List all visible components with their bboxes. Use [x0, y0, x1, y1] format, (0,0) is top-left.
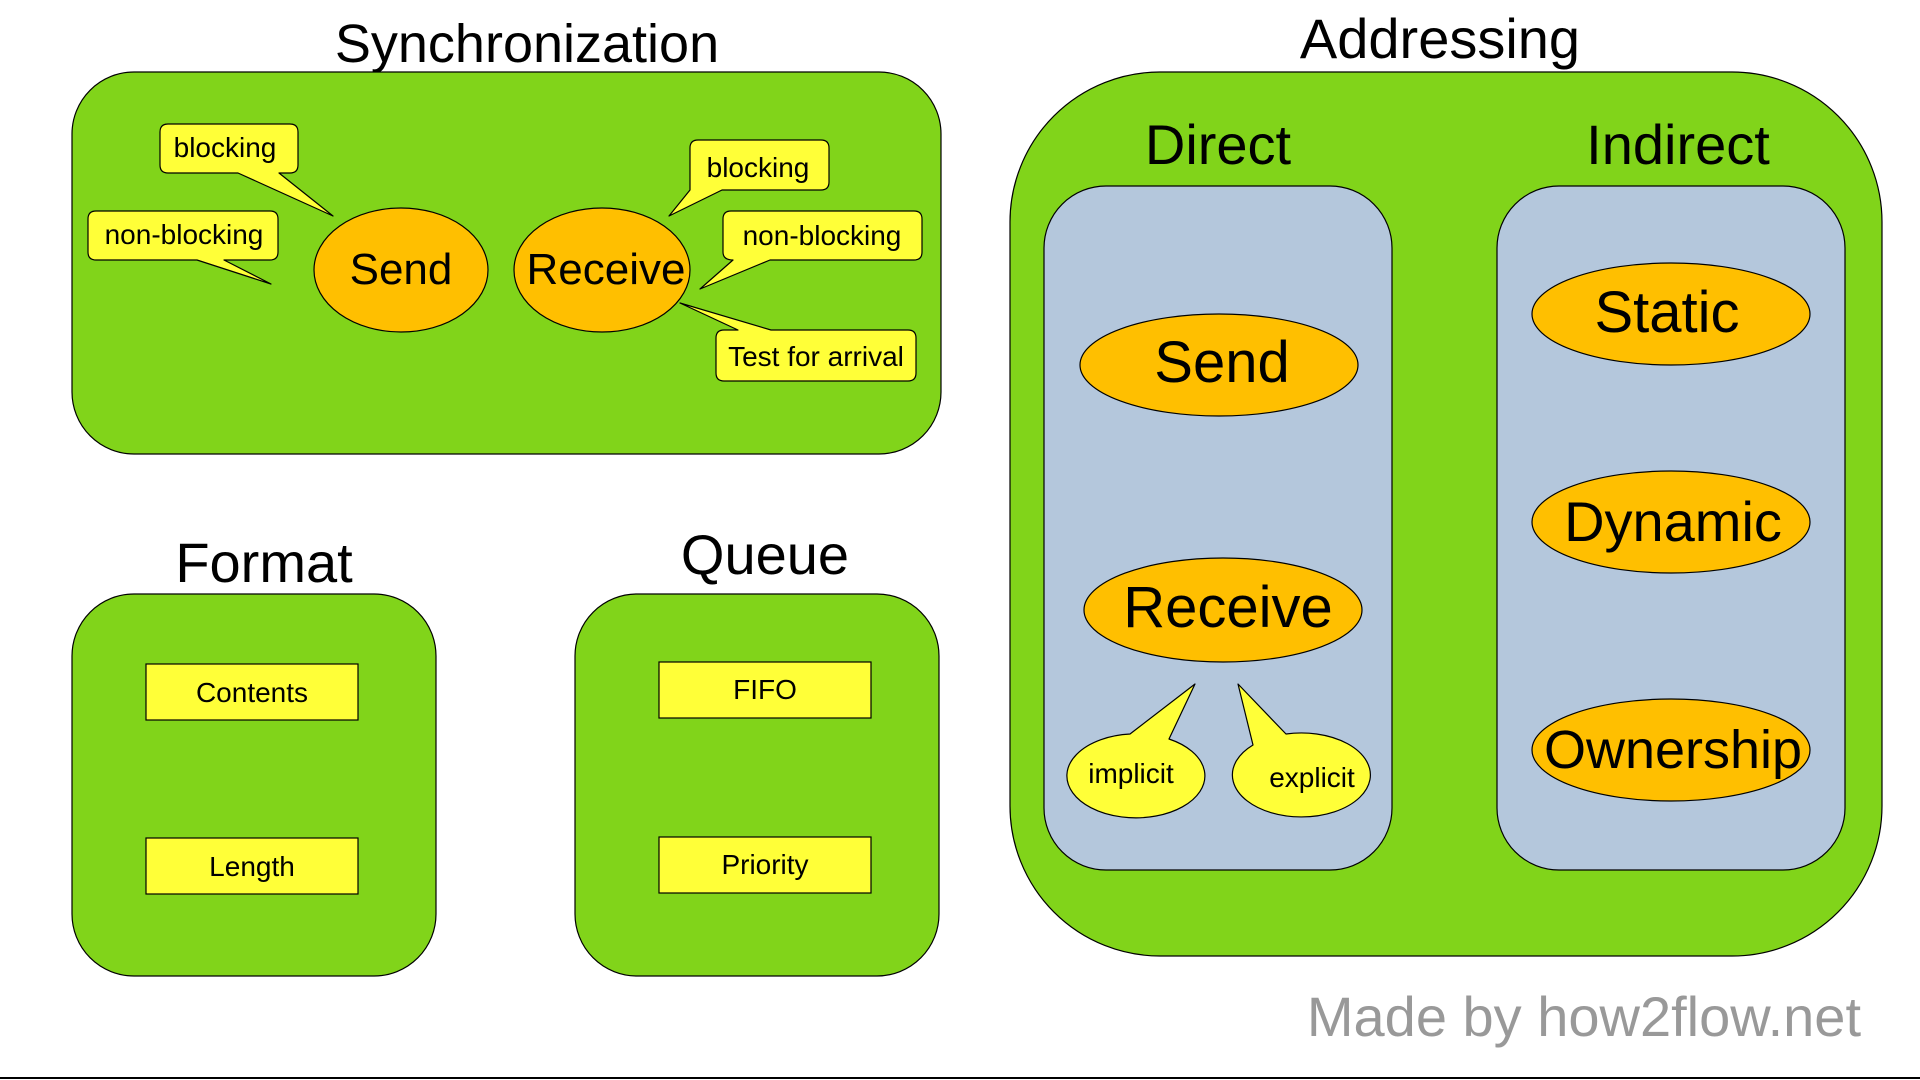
- queue-title: Queue: [681, 523, 849, 586]
- synchronization-title: Synchronization: [335, 14, 719, 74]
- indirect-dynamic-label: Dynamic: [1564, 490, 1782, 553]
- format-contents-box: [145, 663, 359, 721]
- indirect-ownership-label: Ownership: [1544, 720, 1802, 780]
- sync-receive-oval: [513, 207, 691, 333]
- direct-title: Direct: [1145, 113, 1292, 176]
- queue-priority-box: [658, 836, 872, 894]
- sync-send-label: Send: [350, 245, 453, 294]
- sync-receive-nonblocking-text: non-blocking: [743, 220, 902, 251]
- format-length-text: Length: [209, 851, 295, 882]
- format-title: Format: [175, 531, 353, 594]
- direct-implicit-text: implicit: [1088, 758, 1174, 789]
- indirect-static-oval: [1531, 262, 1811, 366]
- queue-section: Queue FIFO Priority: [574, 523, 940, 977]
- format-length-box: [145, 837, 359, 895]
- sync-receive-blocking-text: blocking: [707, 152, 810, 183]
- queue-priority-text: Priority: [721, 849, 808, 880]
- sync-send-nonblocking-callout: [87, 210, 279, 285]
- sync-send-nonblocking-text: non-blocking: [105, 219, 264, 250]
- indirect-ownership-oval: [1531, 698, 1811, 802]
- direct-explicit-text: explicit: [1269, 762, 1355, 793]
- sync-send-blocking-callout: [159, 123, 334, 217]
- indirect-dynamic-oval: [1531, 470, 1811, 574]
- direct-receive-label: Receive: [1123, 575, 1333, 640]
- queue-fifo-box: [658, 661, 872, 719]
- direct-implicit-callout: [1066, 683, 1206, 819]
- sync-receive-arrival-callout: [679, 302, 917, 382]
- synchronization-section: Synchronization blocking non-blocking bl…: [71, 14, 942, 455]
- indirect-title: Indirect: [1586, 113, 1770, 176]
- addressing-section: Addressing Direct Send Receive implicit …: [1009, 7, 1883, 957]
- direct-explicit-callout: [1231, 683, 1371, 818]
- credit-watermark: Made by how2flow.net: [1307, 985, 1862, 1048]
- format-contents-text: Contents: [196, 677, 308, 708]
- indirect-static-label: Static: [1594, 280, 1739, 345]
- direct-send-oval: [1079, 313, 1359, 417]
- sync-send-blocking-text: blocking: [174, 132, 277, 163]
- format-section: Format Contents Length: [71, 531, 437, 977]
- sync-receive-blocking-callout: [668, 139, 830, 217]
- queue-panel: [574, 593, 940, 977]
- direct-receive-oval: [1083, 557, 1363, 663]
- queue-fifo-text: FIFO: [733, 674, 797, 705]
- direct-send-label: Send: [1154, 330, 1289, 395]
- sync-receive-label: Receive: [527, 245, 686, 294]
- addressing-title: Addressing: [1300, 7, 1580, 70]
- sync-send-oval: [313, 207, 489, 333]
- format-panel: [71, 593, 437, 977]
- sync-receive-arrival-text: Test for arrival: [728, 341, 904, 372]
- sync-receive-nonblocking-callout: [699, 210, 923, 290]
